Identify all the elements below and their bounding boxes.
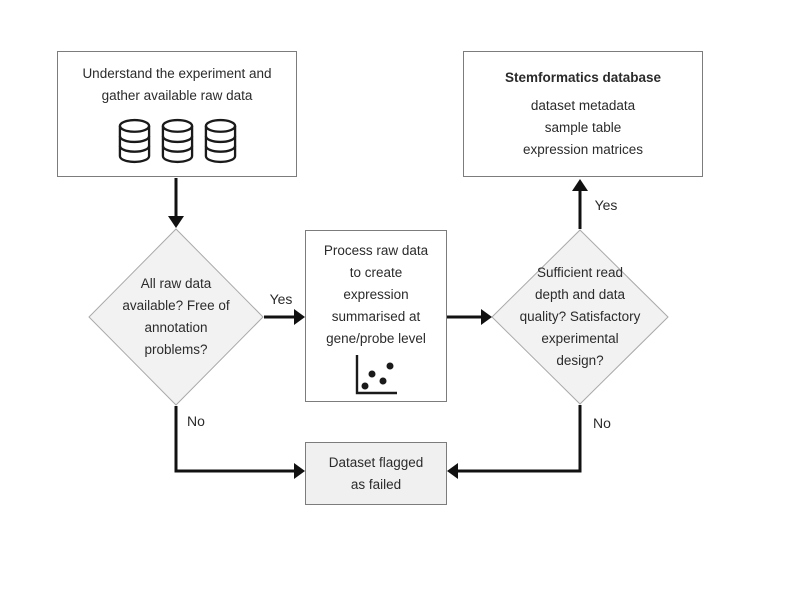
node-text-line: sample table [544, 120, 622, 135]
node-text-line: summarised at [331, 309, 421, 324]
edge-label-no-left: No [187, 413, 205, 429]
node-text-line: experimental [541, 331, 619, 346]
node-text-line: design? [556, 353, 604, 368]
node-text-line: depth and data [534, 287, 626, 302]
node-text-line: dataset metadata [530, 98, 636, 113]
node-text-line: quality? Satisfactory [519, 309, 641, 324]
arrowhead-right-icon [294, 463, 305, 479]
decision-text: All raw data available? Free of annotati… [88, 228, 264, 406]
database-icon [118, 118, 150, 164]
node-text-line: Sufficient read [536, 265, 624, 280]
database-icon [204, 118, 236, 164]
node-text-line: All raw data [140, 276, 212, 291]
node-stemformatics-database: Stemformatics database dataset metadata … [463, 51, 703, 177]
diamond-shape [491, 229, 669, 405]
node-text-line: gather available raw data [101, 88, 253, 103]
arrowhead-right-icon [294, 309, 305, 325]
node-title: Stemformatics database [504, 70, 662, 85]
arrowhead-up-icon [572, 179, 588, 191]
node-text-line: annotation [144, 320, 208, 335]
decision-read-depth-quality: Sufficient read depth and data quality? … [491, 229, 669, 405]
node-understand-experiment: Understand the experiment and gather ava… [57, 51, 297, 177]
diamond-shape [88, 228, 264, 406]
edge-label-yes-right: Yes [594, 197, 618, 213]
database-icon [161, 118, 193, 164]
node-text-line: problems? [144, 342, 208, 357]
arrow-quality-check-no-to-failed [458, 405, 582, 473]
arrowhead-down-icon [168, 216, 184, 228]
edge-label-no-right: No [593, 415, 611, 431]
node-process-raw-data: Process raw data to create expression su… [305, 230, 447, 402]
edge-label-yes-left: Yes [269, 291, 293, 307]
node-text-line: to create [349, 265, 403, 280]
node-text-line: expression matrices [522, 142, 644, 157]
node-text-line: expression [343, 287, 409, 302]
node-text-line: gene/probe level [326, 331, 426, 346]
node-text-line: Understand the experiment and [82, 66, 272, 81]
node-text-line: Dataset flagged [328, 454, 424, 470]
node-text-line: Process raw data [323, 243, 429, 258]
decision-raw-data-available: All raw data available? Free of annotati… [88, 228, 264, 406]
node-text-line: as failed [350, 476, 402, 492]
decision-text: Sufficient read depth and data quality? … [491, 229, 669, 405]
scatter-plot-icon [355, 355, 397, 395]
database-icons [117, 118, 238, 164]
arrowhead-left-icon [447, 463, 458, 479]
node-dataset-flagged-failed: Dataset flagged as failed [305, 442, 447, 505]
node-text-line: available? Free of [122, 298, 230, 313]
